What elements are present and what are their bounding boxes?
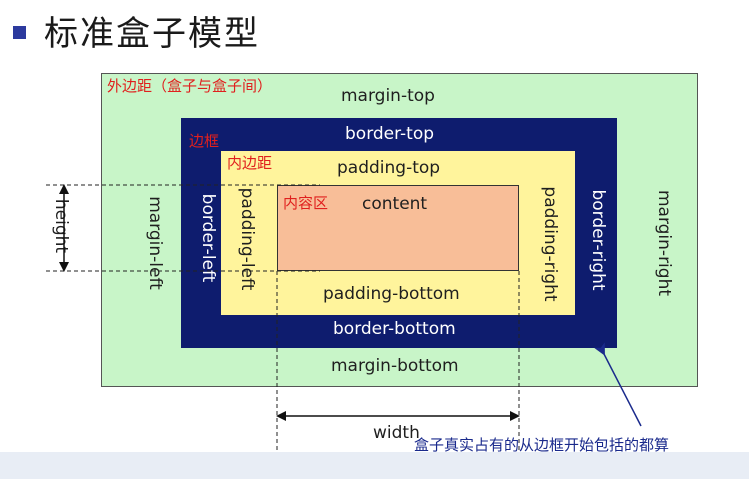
content-region-label: 内容区	[283, 194, 329, 212]
margin-bottom-label: margin-bottom	[331, 356, 459, 376]
bottom-band	[0, 452, 749, 479]
title-bullet	[13, 26, 26, 39]
border-bottom-label: border-bottom	[333, 319, 456, 339]
page-title: 标准盒子模型	[44, 14, 260, 54]
margin-top-label: margin-top	[341, 86, 435, 106]
padding-region-label: 内边距	[227, 154, 273, 172]
content-label: content	[362, 194, 428, 214]
border-top-label: border-top	[345, 124, 435, 144]
margin-region-label: 外边距（盒子与盒子间）	[107, 77, 273, 95]
border-region-label: 边框	[189, 132, 220, 150]
caption-pointer-arrow	[594, 342, 642, 427]
content-area	[277, 185, 519, 271]
padding-top-label: padding-top	[337, 158, 441, 178]
width-label: width	[373, 423, 420, 443]
caption: 盒子真实占有的从边框开始包括的都算	[414, 436, 670, 454]
padding-bottom-label: padding-bottom	[323, 284, 460, 304]
